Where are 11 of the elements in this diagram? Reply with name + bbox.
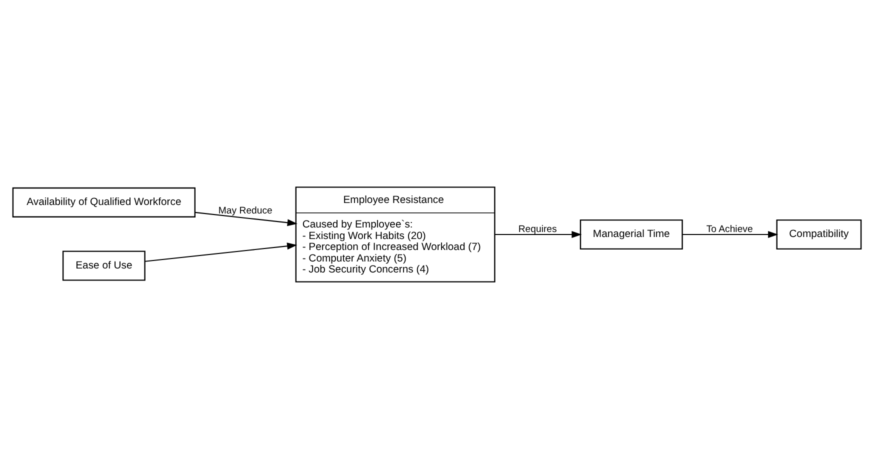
arrow <box>682 230 778 238</box>
arrow <box>144 242 298 262</box>
edge-label: Requires <box>518 223 557 234</box>
edge-label: May Reduce <box>218 204 272 216</box>
node-box: Managerial Time <box>580 218 683 250</box>
node-box: Ease of Use <box>62 250 146 280</box>
node-box: Compatibility <box>776 218 862 250</box>
arrow <box>494 230 582 238</box>
node-box: Availability of Qualified Workforce <box>12 186 196 217</box>
edge-label: To Achieve <box>706 223 753 234</box>
arrow <box>195 211 298 226</box>
